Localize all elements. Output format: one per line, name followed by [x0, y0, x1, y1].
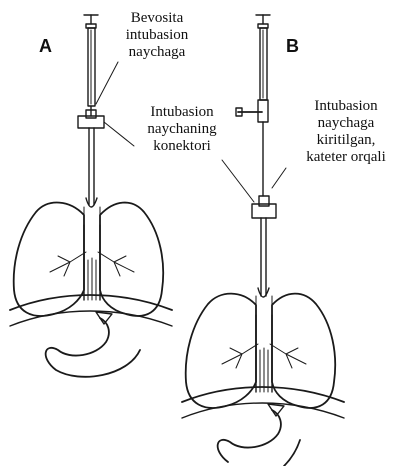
stomach-b: [218, 404, 300, 466]
caption-b: Intubasion naychaga kiritilgan, kateter …: [296, 98, 396, 166]
connector-caption-line: Intubasion: [132, 104, 232, 121]
caption-a: Bevosita intubasion naychaga: [112, 10, 202, 61]
panel-a-label: A: [39, 36, 52, 57]
leader-connector-b: [222, 160, 254, 202]
syringe-b: [236, 15, 270, 196]
tube-a: [84, 128, 100, 220]
panel-b-label: B: [286, 36, 299, 57]
connector-b: [252, 196, 276, 218]
connector-caption-line: konektori: [132, 138, 232, 155]
caption-a-line: Bevosita: [112, 10, 202, 27]
leader-connector-a: [104, 122, 134, 146]
leader-caption-a: [96, 62, 118, 104]
connector-caption: Intubasion naychaning konektori: [132, 104, 232, 155]
connector-caption-line: naychaning: [132, 121, 232, 138]
panel-a-drawing: [10, 15, 172, 377]
caption-b-line: kiritilgan,: [296, 132, 396, 149]
caption-b-line: kateter orqali: [296, 149, 396, 166]
caption-b-line: naychaga: [296, 115, 396, 132]
tube-b: [256, 218, 272, 310]
lungs-b: [182, 294, 344, 418]
caption-a-line: naychaga: [112, 44, 202, 61]
stomach-a: [46, 312, 140, 377]
leader-caption-b: [272, 168, 286, 188]
caption-b-line: Intubasion: [296, 98, 396, 115]
syringe-a: [84, 15, 98, 116]
caption-a-line: intubasion: [112, 27, 202, 44]
panel-b-drawing: [182, 15, 344, 466]
lungs-a: [10, 203, 172, 326]
